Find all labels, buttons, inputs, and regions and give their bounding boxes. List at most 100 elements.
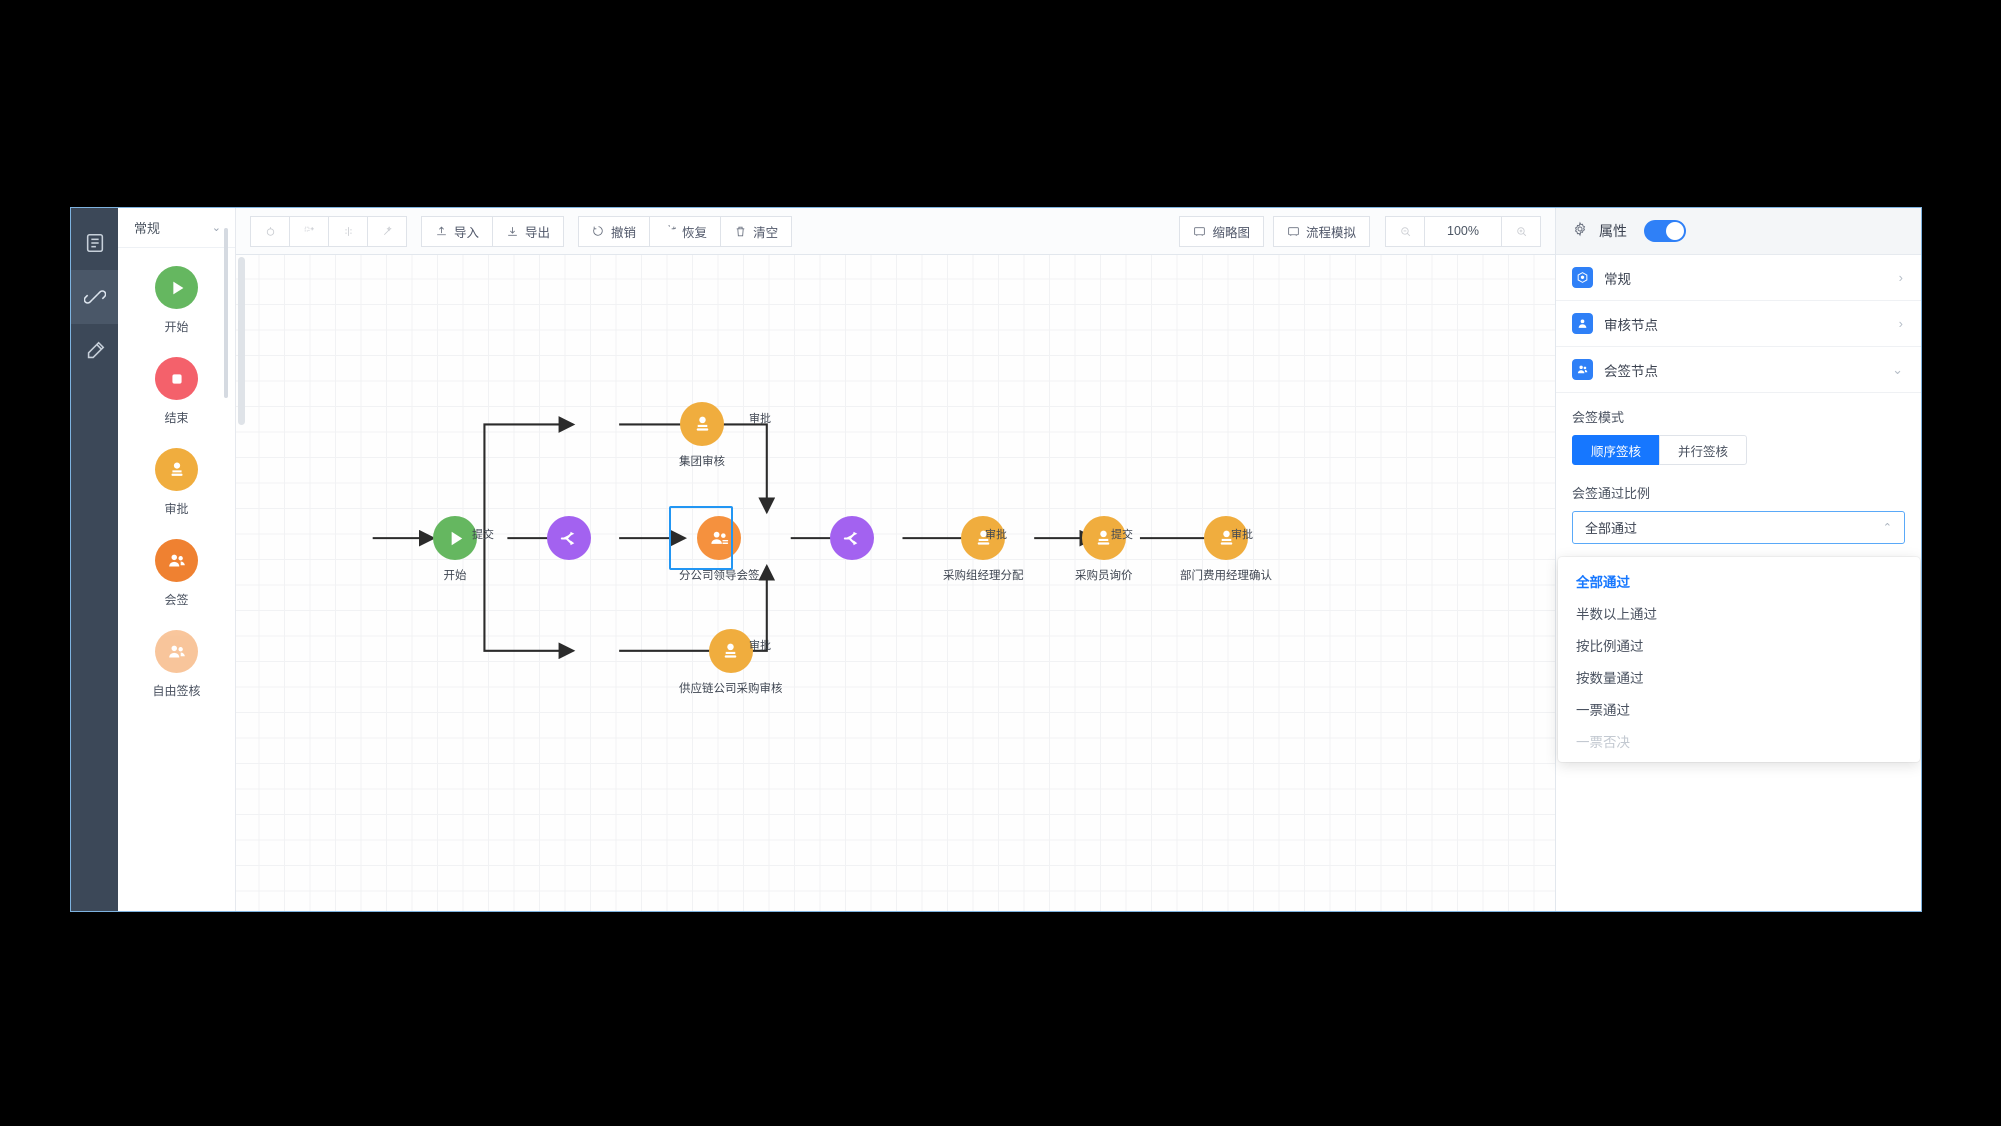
chevron-down-icon[interactable]: ⌄	[211, 222, 221, 234]
mode-parallel-button[interactable]: 并行签核	[1659, 435, 1748, 465]
node-purchase-manager-assign[interactable]: 采购组经理分配	[943, 516, 1024, 583]
zoom-out-icon[interactable]	[1385, 215, 1426, 247]
properties-header: 属性	[1556, 208, 1921, 255]
redo-button[interactable]: 恢复	[649, 215, 722, 247]
magic-icon[interactable]	[367, 215, 407, 247]
import-label: 导入	[454, 225, 480, 240]
undo-button[interactable]: 撤销	[578, 215, 651, 247]
node-dept-expense-confirm[interactable]: 部门费用经理确认	[1180, 516, 1272, 583]
clear-button[interactable]: 清空	[720, 215, 793, 247]
palette-item-approve[interactable]: 审批	[118, 448, 235, 517]
prop-section-approval-node[interactable]: 审核节点 ›	[1556, 301, 1921, 347]
palette-item-label: 开始	[164, 320, 189, 334]
canvas-grid	[236, 255, 1555, 911]
node-start[interactable]: 开始	[433, 516, 477, 583]
palette-item-end[interactable]: 结束	[118, 357, 235, 426]
dropdown-option[interactable]: 按数量通过	[1576, 671, 1644, 686]
chevron-up-icon[interactable]: ⌃	[1882, 522, 1892, 534]
flow-canvas[interactable]: 开始 集团审核 分公司领导会签	[236, 255, 1555, 911]
palette-list: 开始 结束 审批 会签	[118, 248, 235, 911]
node-label: 分公司领导会签	[679, 570, 760, 582]
document-icon[interactable]	[71, 216, 118, 270]
align-icon[interactable]	[328, 215, 368, 247]
play-icon	[155, 266, 198, 309]
people-icon	[1572, 359, 1593, 380]
stamp-icon	[155, 448, 198, 491]
prop-section-countersign-node[interactable]: 会签节点 ⌄	[1556, 347, 1921, 393]
palette-item-label: 结束	[164, 411, 189, 425]
palette-scrollbar[interactable]	[224, 228, 228, 398]
chevron-right-icon[interactable]: ›	[1898, 270, 1903, 285]
node-palette: 常规 ⌄ 开始 结束 审批	[118, 208, 236, 911]
stamp-icon	[1204, 516, 1248, 560]
stamp-icon	[680, 402, 724, 446]
zoom-in-icon[interactable]	[1501, 215, 1541, 247]
countersign-ratio-value: 全部通过	[1585, 521, 1638, 536]
clear-label: 清空	[753, 225, 779, 240]
mode-sequential-button[interactable]: 顺序签核	[1572, 435, 1661, 465]
free-sign-icon	[155, 630, 198, 673]
node-label: 采购组经理分配	[943, 570, 1024, 582]
toolbar-group-view: 缩略图 流程模拟 100%	[1179, 215, 1541, 247]
export-button[interactable]: 导出	[492, 215, 565, 247]
undo-label: 撤销	[611, 225, 637, 240]
node-label: 开始	[443, 570, 467, 582]
canvas-vertical-scrollbar[interactable]	[238, 257, 245, 425]
countersign-ratio-dropdown[interactable]: 全部通过 半数以上通过 按比例通过 按数量通过 一票通过 一票否决	[1558, 557, 1920, 762]
dropdown-option[interactable]: 按比例通过	[1576, 639, 1644, 654]
thumbnail-label: 缩略图	[1212, 225, 1250, 240]
dropdown-option[interactable]: 一票否决	[1576, 735, 1630, 750]
node-buyer-inquiry[interactable]: 采购员询价	[1075, 516, 1133, 583]
left-rail	[71, 208, 118, 911]
palette-item-label: 审批	[164, 502, 189, 516]
connector-icon[interactable]	[71, 270, 118, 324]
palette-group-header[interactable]: 常规 ⌄	[118, 208, 235, 248]
countersign-ratio-select[interactable]: 全部通过 ⌃	[1572, 511, 1905, 544]
redo-label: 恢复	[682, 225, 708, 240]
node-label: 供应链公司采购审核	[679, 683, 783, 695]
prop-section-label: 会签节点	[1604, 363, 1658, 379]
prop-section-label: 常规	[1604, 271, 1631, 287]
palette-group-label: 常规	[134, 221, 161, 236]
cube-icon	[1572, 267, 1593, 288]
branch-icon	[830, 516, 874, 560]
palette-item-label: 自由签核	[152, 684, 201, 698]
edge-label: 提交	[1111, 529, 1133, 541]
node-group-review[interactable]: 集团审核	[679, 402, 725, 469]
import-button[interactable]: 导入	[421, 215, 494, 247]
toolbar-group-history: 撤销 恢复 清空	[578, 215, 793, 247]
countersign-settings: 会签模式 顺序签核 并行签核 会签通过比例 全部通过 ⌃	[1556, 393, 1921, 544]
undo-round-icon[interactable]	[250, 215, 290, 247]
properties-title: 属性	[1599, 223, 1627, 239]
node-label: 集团审核	[679, 456, 725, 468]
chevron-right-icon[interactable]: ›	[1898, 316, 1903, 331]
node-label: 采购员询价	[1075, 570, 1133, 582]
dropdown-option[interactable]: 全部通过	[1576, 575, 1630, 590]
dropdown-option[interactable]: 半数以上通过	[1576, 607, 1657, 622]
chevron-down-icon[interactable]: ⌄	[1892, 361, 1903, 377]
person-icon	[1572, 313, 1593, 334]
dropdown-option[interactable]: 一票通过	[1576, 703, 1630, 718]
properties-toggle[interactable]	[1644, 220, 1686, 242]
gear-icon	[1572, 221, 1588, 242]
palette-item-free-sign[interactable]: 自由签核	[118, 630, 235, 699]
node-gateway-1[interactable]	[547, 516, 591, 560]
stamp-icon	[708, 629, 753, 673]
pen-icon[interactable]	[71, 324, 118, 378]
palette-item-start[interactable]: 开始	[118, 266, 235, 335]
canvas-area: 导入 导出 撤销 恢复 清空	[236, 208, 1555, 911]
toolbar: 导入 导出 撤销 恢复 清空	[236, 208, 1555, 255]
layout-icon[interactable]	[289, 215, 329, 247]
prop-section-general[interactable]: 常规 ›	[1556, 255, 1921, 301]
node-supply-review[interactable]: 供应链公司采购审核	[679, 629, 783, 696]
node-gateway-2[interactable]	[830, 516, 874, 560]
prop-section-label: 审核节点	[1604, 317, 1658, 333]
node-branch-countersign[interactable]: 分公司领导会签	[669, 506, 760, 583]
thumbnail-button[interactable]: 缩略图	[1179, 215, 1264, 247]
edge-label: 提交	[472, 529, 494, 541]
simulate-button[interactable]: 流程模拟	[1273, 215, 1371, 247]
properties-panel: 属性 常规 › 审核节点 › 会签节点 ⌄	[1555, 208, 1921, 911]
palette-item-countersign[interactable]: 会签	[118, 539, 235, 608]
stop-icon	[155, 357, 198, 400]
countersign-icon	[155, 539, 198, 582]
